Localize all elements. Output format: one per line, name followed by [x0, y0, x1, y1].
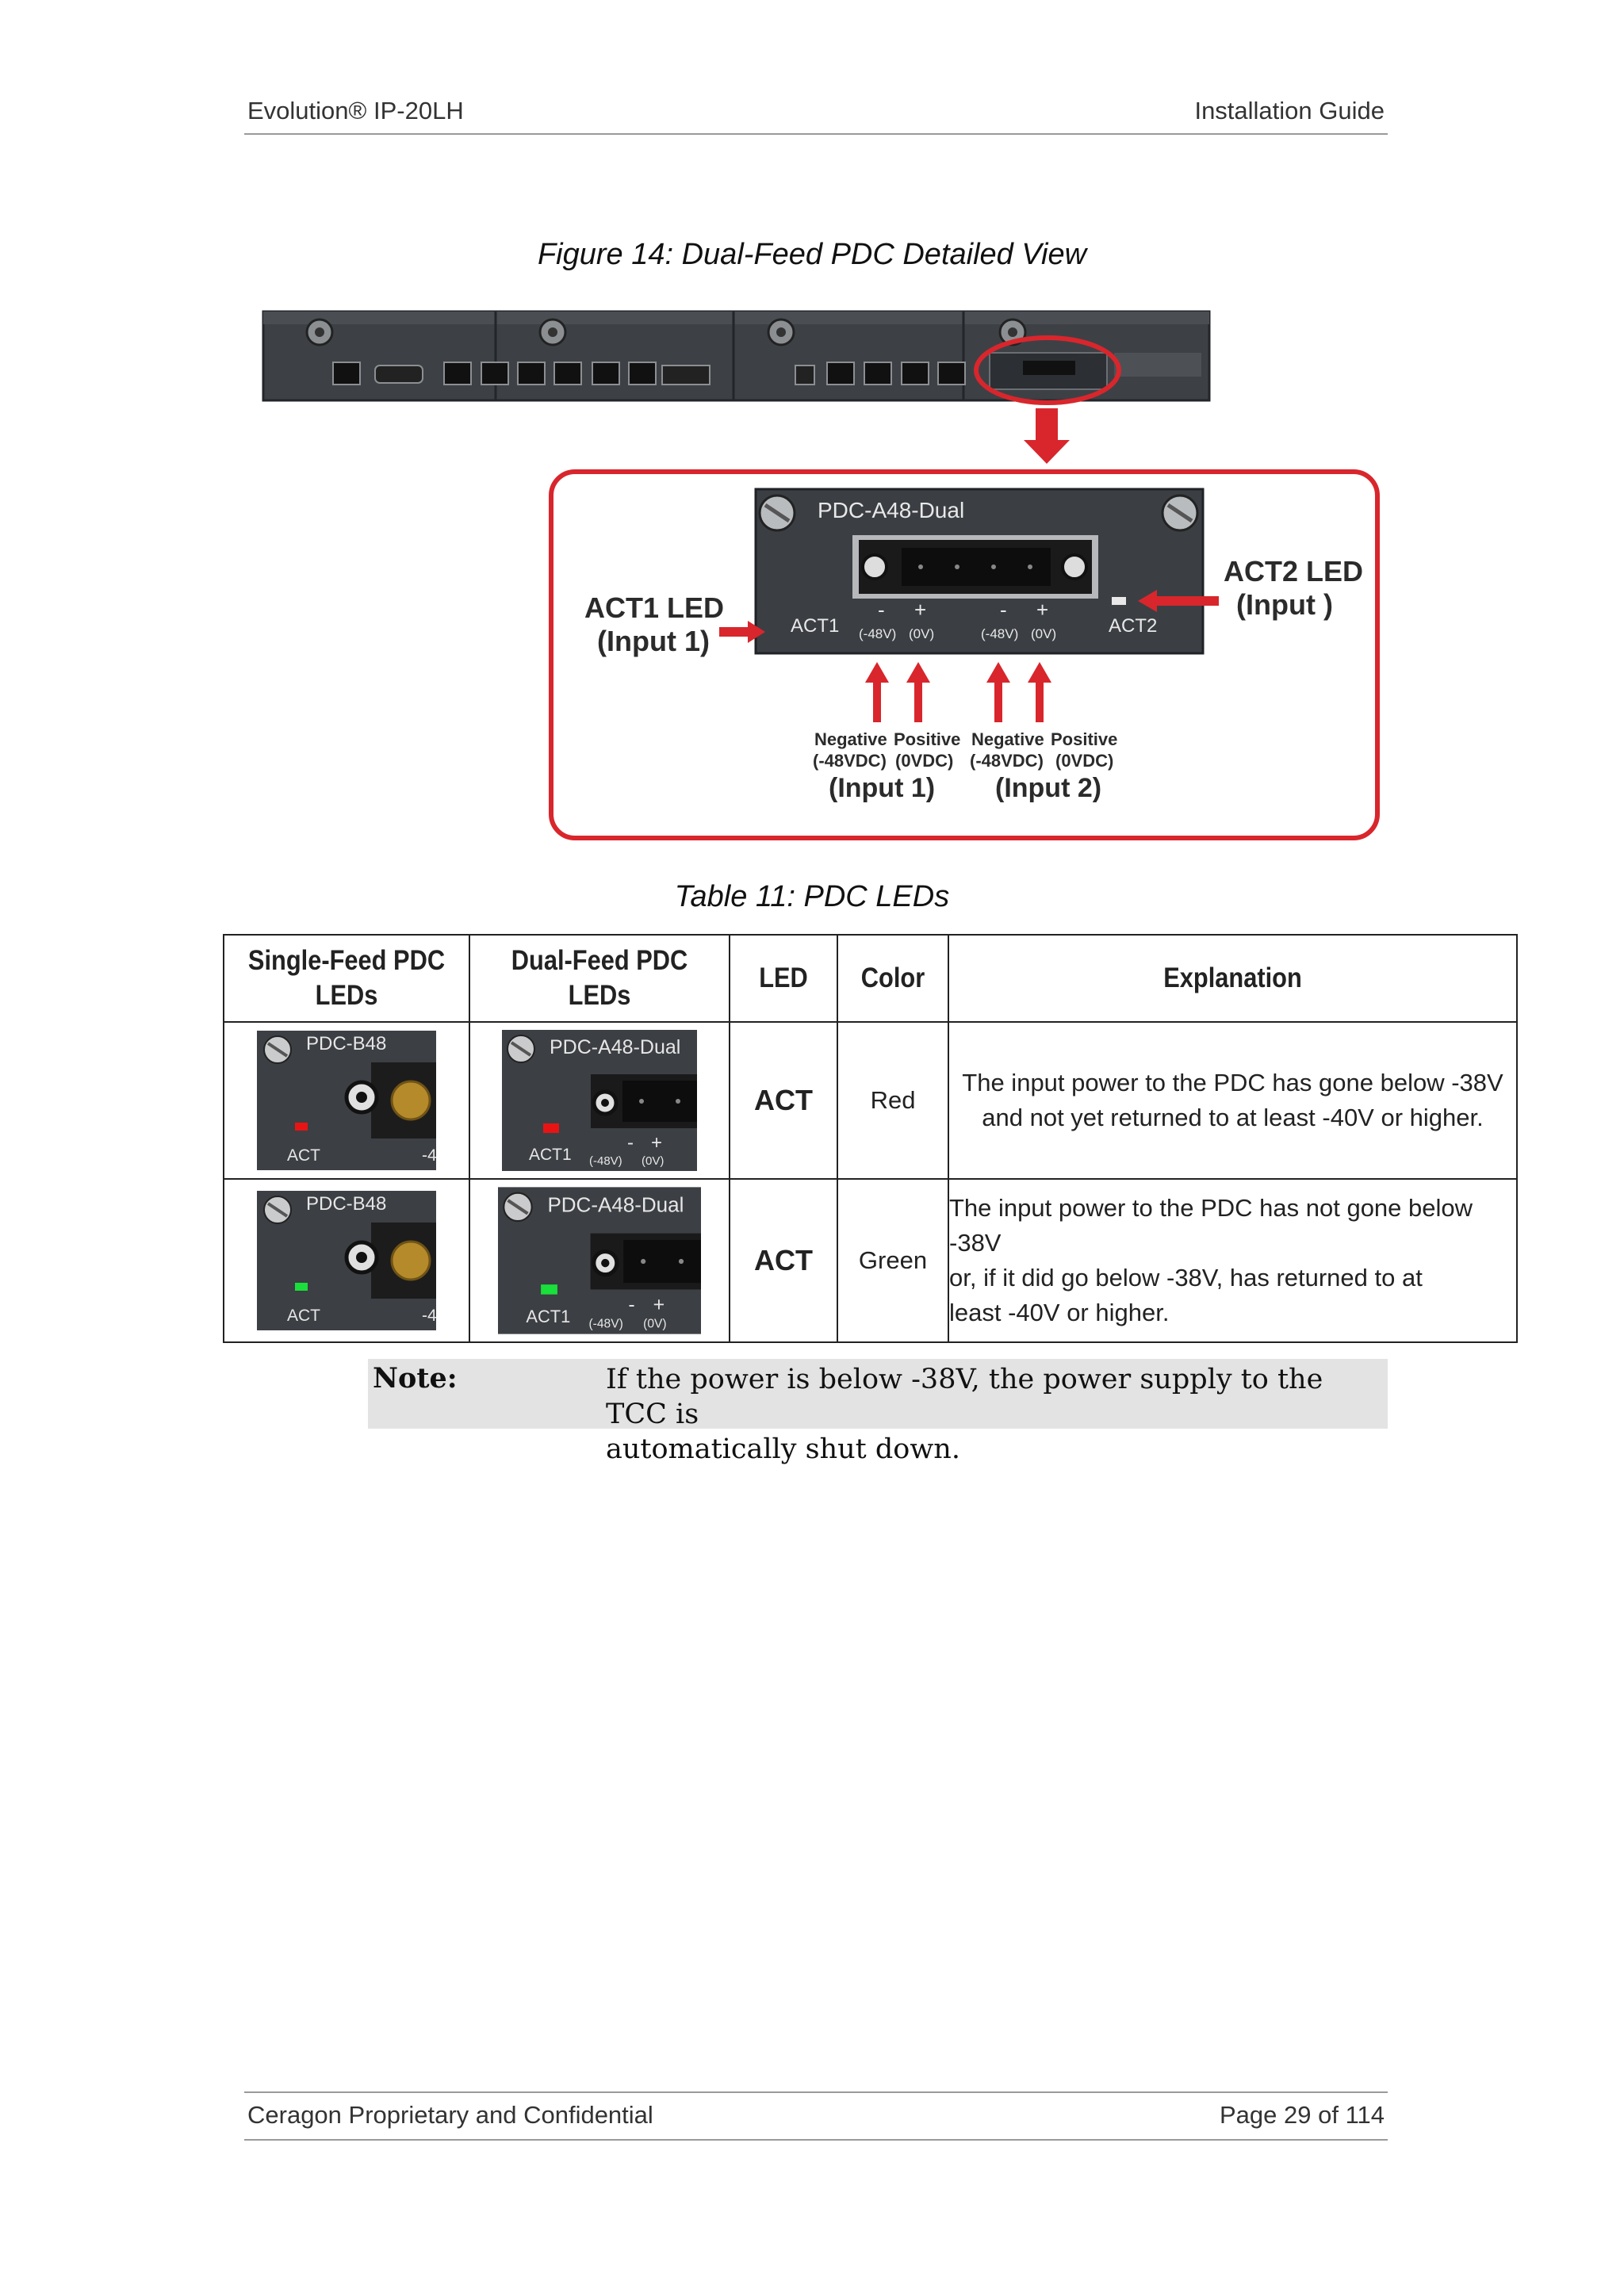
- bnc-connector-icon: [305, 318, 1027, 346]
- table-row: PDC-B48 ACT -4 PDC-A48-Dual ACT1: [223, 1021, 1518, 1180]
- single-feed-pdc-image: PDC-B48 ACT -4: [257, 1191, 436, 1330]
- col-header-explanation: Explanation: [982, 934, 1484, 1023]
- dual-neg-voltage: (-48V): [589, 1154, 622, 1168]
- single-feed-label: PDC-B48: [306, 1193, 386, 1215]
- single-edge-label: -4: [422, 1146, 436, 1165]
- neg1-label: Negative: [814, 729, 887, 749]
- pin2-plus-label: +: [1036, 598, 1048, 622]
- dual-act1-label: ACT1: [529, 1146, 572, 1164]
- down-arrow-icon: [1024, 408, 1070, 464]
- dual-minus-label: -: [627, 1132, 634, 1154]
- act1-led-callout: ACT1 LED: [584, 591, 724, 624]
- module-label: PDC-A48-Dual: [818, 498, 964, 522]
- header-product: Evolution® IP-20LH: [247, 97, 464, 124]
- up-arrow-icon: [865, 662, 1051, 722]
- dual-minus-label: -: [628, 1293, 634, 1315]
- dual-plus-label: +: [651, 1132, 662, 1154]
- single-act-label: ACT: [287, 1146, 320, 1165]
- pin2-pos-voltage: (0V): [1031, 626, 1056, 641]
- act2-input-callout: (Input ): [1236, 588, 1333, 621]
- pos1-label: Positive: [894, 729, 960, 749]
- pdc-module-closeup: PDC-A48-Dual ACT1 ACT2 - + - + (-48V) (0…: [754, 488, 1205, 655]
- act1-port-label: ACT1: [791, 615, 839, 637]
- right-arrow-icon: [719, 621, 765, 643]
- dual-neg-voltage: (-48V): [588, 1317, 622, 1330]
- footer-page-number: Page 29 of 114: [1220, 2101, 1385, 2129]
- dual-act1-label: ACT1: [526, 1307, 570, 1326]
- dual-feed-label: PDC-A48-Dual: [550, 1036, 680, 1058]
- explanation-cell: The input power to the PDC has not gone …: [948, 1178, 1518, 1343]
- led-name-cell: ACT: [729, 1021, 838, 1180]
- pin2-neg-voltage: (-48V): [981, 626, 1018, 641]
- dual-feed-pdc-image: PDC-A48-Dual ACT1 - + (-48V) (0V): [502, 1030, 697, 1171]
- pin1-minus-label: -: [878, 598, 885, 622]
- act1-led-indicator: [541, 1284, 557, 1295]
- dual-pos-voltage: (0V): [642, 1154, 664, 1168]
- dual-feed-thumb-cell: PDC-A48-Dual ACT1 - + (-48V) (0V): [469, 1021, 730, 1180]
- explanation-cell: The input power to the PDC has gone belo…: [948, 1021, 1518, 1180]
- note-label: Note:: [373, 1362, 458, 1395]
- pin2-minus-label: -: [1000, 598, 1007, 622]
- ethernet-port-icon: [332, 362, 966, 385]
- col-header-led: LED: [735, 934, 832, 1023]
- figure-caption: Figure 14: Dual-Feed PDC Detailed View: [537, 238, 1087, 271]
- pin1-neg-voltage: (-48V): [859, 626, 896, 641]
- pin1-pos-voltage: (0V): [909, 626, 934, 641]
- dual-feed-pdc-image: PDC-A48-Dual ACT1 - + (-48V) (0V): [498, 1187, 701, 1334]
- col-header-color: Color: [843, 934, 943, 1023]
- act2-port-label: ACT2: [1109, 615, 1157, 637]
- single-feed-thumb-cell: PDC-B48 ACT -4: [223, 1178, 470, 1343]
- note-box: Note: If the power is below -38V, the po…: [368, 1359, 1388, 1465]
- dual-feed-label: PDC-A48-Dual: [547, 1193, 684, 1217]
- neg2-label: Negative: [971, 729, 1044, 749]
- act-led-indicator: [295, 1123, 308, 1131]
- dual-feed-pdc-figure: PDC-A48-Dual ACT1 ACT2 - + - + (-48V) (0…: [262, 310, 1380, 840]
- neg2-vdc: (-48VDC): [970, 751, 1044, 771]
- led-color-cell: Green: [837, 1178, 949, 1343]
- dual-pos-voltage: (0V): [643, 1317, 666, 1330]
- pos2-vdc: (0VDC): [1055, 751, 1113, 771]
- page-footer: Ceragon Proprietary and Confidential Pag…: [244, 2091, 1388, 2141]
- table-caption: Table 11: PDC LEDs: [674, 880, 950, 913]
- header-doc-title: Installation Guide: [1194, 97, 1385, 124]
- dual-plus-label: +: [653, 1293, 665, 1315]
- act1-input-callout: (Input 1): [597, 625, 710, 657]
- chassis-panel: [262, 310, 1211, 405]
- led-name-cell: ACT: [729, 1178, 838, 1343]
- pos2-label: Positive: [1051, 729, 1117, 749]
- led-color-cell: Red: [837, 1021, 949, 1180]
- left-arrow-icon: [1138, 590, 1219, 612]
- act2-led-callout: ACT2 LED: [1224, 555, 1363, 587]
- dual-feed-thumb-cell: PDC-A48-Dual ACT1 - + (-48V) (0V): [469, 1178, 730, 1343]
- input2-label: (Input 2): [995, 773, 1101, 803]
- note-text: If the power is below -38V, the power su…: [606, 1364, 1323, 1465]
- footer-confidentiality: Ceragon Proprietary and Confidential: [247, 2101, 653, 2129]
- pin1-plus-label: +: [914, 598, 926, 622]
- pos1-vdc: (0VDC): [895, 751, 953, 771]
- single-feed-label: PDC-B48: [306, 1033, 386, 1054]
- neg1-vdc: (-48VDC): [813, 751, 887, 771]
- single-feed-pdc-image: PDC-B48 ACT -4: [257, 1031, 436, 1170]
- act-led-indicator: [295, 1283, 308, 1291]
- single-feed-thumb-cell: PDC-B48 ACT -4: [223, 1021, 470, 1180]
- page-header: Evolution® IP-20LH Installation Guide: [244, 94, 1388, 135]
- input1-label: (Input 1): [829, 773, 935, 803]
- table-row: PDC-B48 ACT -4 PDC-A48-Dual ACT1: [223, 1178, 1518, 1343]
- act1-led-indicator: [543, 1123, 559, 1133]
- single-edge-label: -4: [422, 1307, 436, 1325]
- act2-led-indicator: [1112, 597, 1126, 605]
- single-act-label: ACT: [287, 1307, 320, 1325]
